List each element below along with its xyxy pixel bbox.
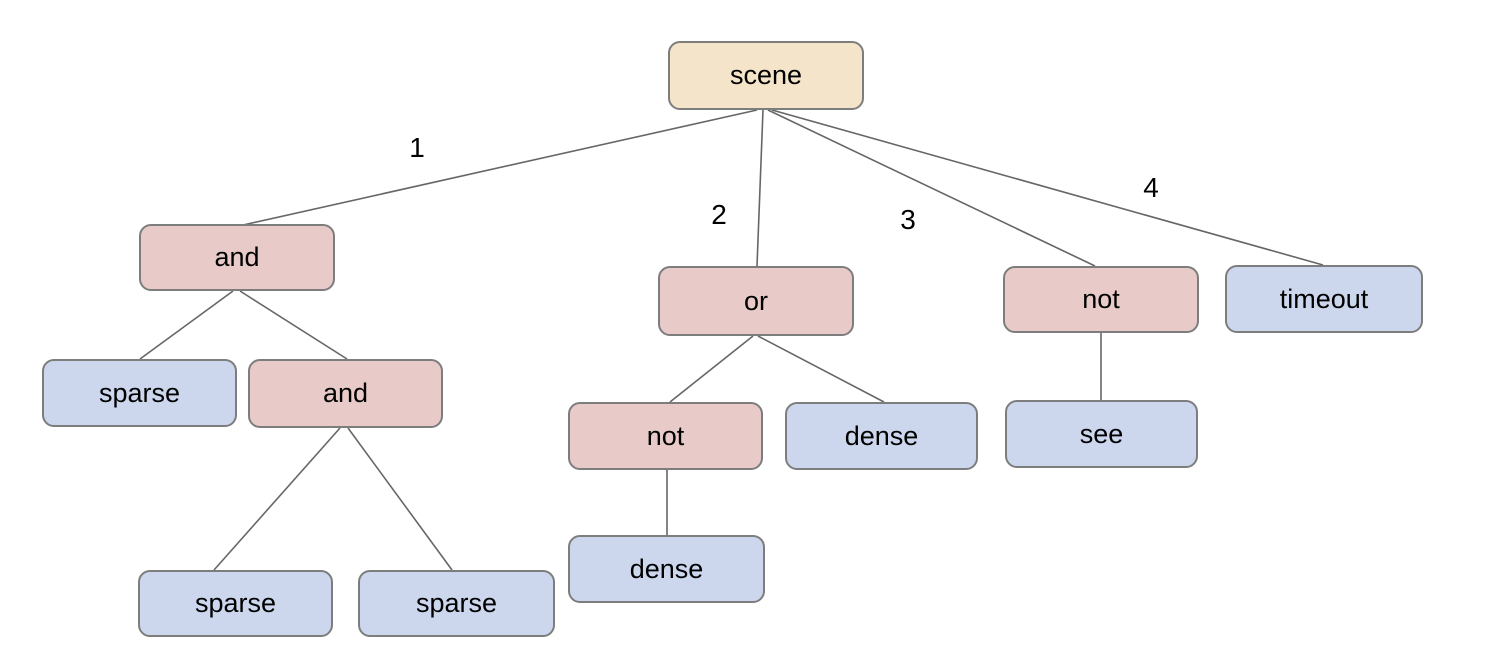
node-and-1: and: [139, 224, 335, 291]
node-not-2: not: [1003, 266, 1199, 333]
edge-and1-and2: [239, 290, 348, 360]
edge-scene-timeout: [771, 109, 1324, 266]
node-not-1: not: [568, 402, 763, 470]
edge-and2-sparse3: [347, 427, 453, 571]
edge-label-2: 2: [711, 199, 727, 230]
node-sparse-3: sparse: [358, 570, 555, 637]
edge-or1-dense2: [757, 335, 885, 403]
node-see: see: [1005, 400, 1198, 468]
edge-and1-sparse1: [139, 290, 234, 360]
edge-scene-not2: [767, 109, 1096, 267]
node-sparse-2: sparse: [138, 570, 333, 637]
node-or-1: or: [658, 266, 854, 336]
node-dense-1: dense: [568, 535, 765, 603]
node-dense-2: dense: [785, 402, 978, 470]
edge-scene-and1: [242, 109, 758, 226]
edge-or1-not1: [669, 335, 754, 403]
node-timeout: timeout: [1225, 265, 1423, 333]
edge-scene-or1: [756, 109, 764, 267]
node-scene: scene: [668, 41, 864, 110]
node-and-2: and: [248, 359, 443, 428]
edge-label-1: 1: [409, 132, 425, 163]
edge-label-4: 4: [1143, 172, 1159, 203]
edge-label-3: 3: [900, 204, 916, 235]
edge-and2-sparse2: [213, 427, 341, 571]
node-sparse-1: sparse: [42, 359, 237, 427]
